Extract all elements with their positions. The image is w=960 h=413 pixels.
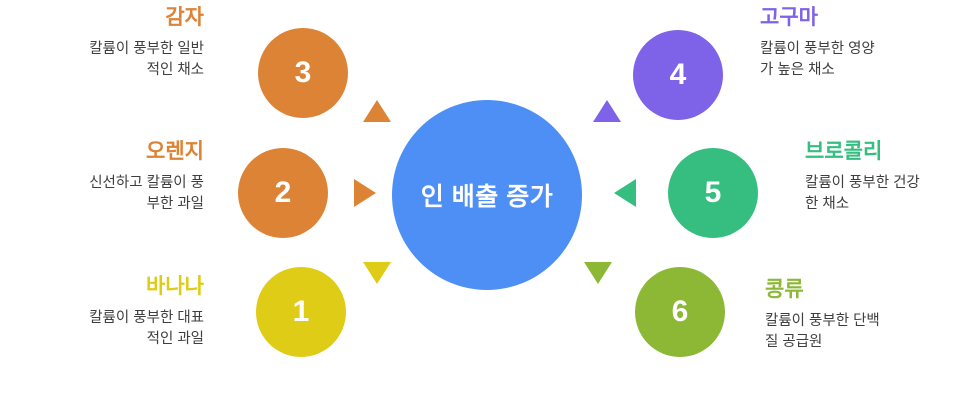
center-circle-label: 인 배출 증가: [420, 183, 554, 211]
label-desc-potato: 칼륨이 풍부한 일반 적인 채소: [89, 41, 204, 79]
label-title-sweet-potato: 고구마: [760, 6, 818, 29]
arrow-up-icon-node-3: [363, 100, 391, 122]
node-circle-3[interactable]: 3: [258, 28, 348, 118]
label-title-banana: 바나나: [146, 275, 204, 298]
node-number-2: 2: [274, 176, 292, 209]
label-title-broccoli: 브로콜리: [805, 140, 883, 163]
node-number-3: 3: [294, 56, 312, 89]
label-desc-orange: 신선하고 칼륨이 풍 부한 과일: [89, 175, 204, 213]
label-block-broccoli: 브로콜리 칼륨이 풍부한 건강 한 채소: [805, 140, 960, 215]
label-block-banana: 바나나 칼륨이 풍부한 대표 적인 과일: [14, 275, 204, 350]
label-block-potato: 감자 칼륨이 풍부한 일반 적인 채소: [14, 6, 204, 81]
center-circle[interactable]: 인 배출 증가: [392, 100, 582, 290]
node-circle-1[interactable]: 1: [256, 267, 346, 357]
node-circle-2[interactable]: 2: [238, 148, 328, 238]
node-circle-5[interactable]: 5: [668, 148, 758, 238]
label-desc-sweet-potato: 칼륨이 풍부한 영양 가 높은 채소: [760, 41, 875, 79]
node-number-5: 5: [704, 176, 722, 209]
arrow-left-icon-node-5: [614, 179, 636, 207]
label-title-potato: 감자: [165, 6, 204, 29]
arrow-up-icon-node-4: [593, 100, 621, 122]
node-circle-6[interactable]: 6: [635, 267, 725, 357]
node-number-4: 4: [669, 58, 687, 91]
label-desc-broccoli: 칼륨이 풍부한 건강 한 채소: [805, 175, 920, 213]
node-number-1: 1: [292, 295, 310, 328]
arrow-down-icon-node-1: [363, 262, 391, 284]
label-block-beans: 콩류 칼륨이 풍부한 단백 질 공급원: [765, 278, 955, 353]
label-block-orange: 오렌지 신선하고 칼륨이 풍 부한 과일: [14, 140, 204, 215]
node-number-6: 6: [671, 295, 689, 328]
label-desc-banana: 칼륨이 풍부한 대표 적인 과일: [89, 310, 204, 348]
arrow-down-icon-node-6: [584, 262, 612, 284]
label-block-sweet-potato: 고구마 칼륨이 풍부한 영양 가 높은 채소: [760, 6, 950, 81]
node-circle-4[interactable]: 4: [633, 30, 723, 120]
arrow-right-icon-node-2: [354, 179, 376, 207]
label-desc-beans: 칼륨이 풍부한 단백 질 공급원: [765, 313, 880, 351]
label-title-beans: 콩류: [765, 278, 804, 301]
label-title-orange: 오렌지: [146, 140, 204, 163]
